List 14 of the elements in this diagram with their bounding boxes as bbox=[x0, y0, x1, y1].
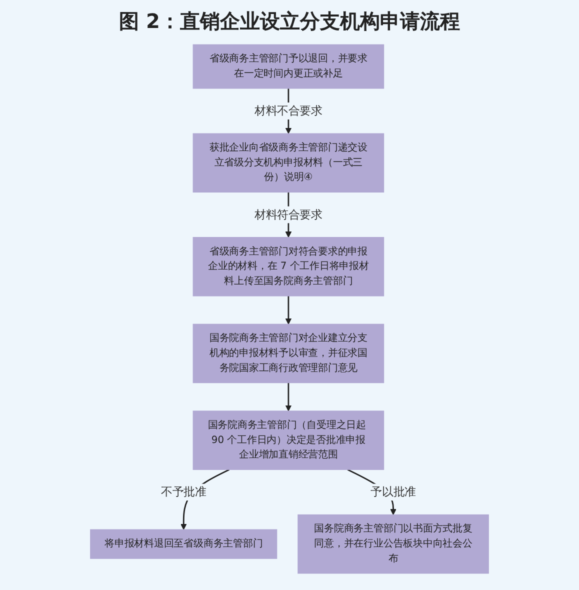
node-box: 省级商务主管部门对符合要求的申报企业的材料，在 7 个工作日将申报材料上传至国务院商务主管部门 bbox=[192, 237, 384, 296]
edge-label: 不予批准 bbox=[161, 485, 206, 499]
node-box: 国务院商务主管部门（自受理之日起 90 个工作日内）决定是否批准申报企业增加直销经营范围 bbox=[192, 410, 384, 470]
diagram-title: 图 2：直销企业设立分支机构申请流程 bbox=[118, 8, 461, 35]
arrow bbox=[285, 382, 292, 412]
edge-label: 材料不合要求 bbox=[254, 104, 322, 118]
node-box: 省级商务主管部门予以退回，并要求在一定时间内更正或补足 bbox=[192, 44, 384, 89]
node-box: 国务院商务主管部门对企业建立分支机构的申报材料予以审查，并征求国务院国家工商行政管理部门意见 bbox=[192, 324, 384, 384]
edge-label: 予以批准 bbox=[370, 485, 416, 499]
edge-label: 材料符合要求 bbox=[254, 208, 322, 222]
node-box: 获批企业向省级商务主管部门递交设立省级分支机构申报材料（一式三份）说明④ bbox=[192, 133, 384, 193]
node-box: 将申报材料退回至省级商务主管部门 bbox=[90, 529, 278, 559]
arrow bbox=[285, 296, 292, 324]
node-box: 国务院商务主管部门以书面方式批复同意，并在行业公告板块中向社会公布 bbox=[298, 514, 489, 574]
